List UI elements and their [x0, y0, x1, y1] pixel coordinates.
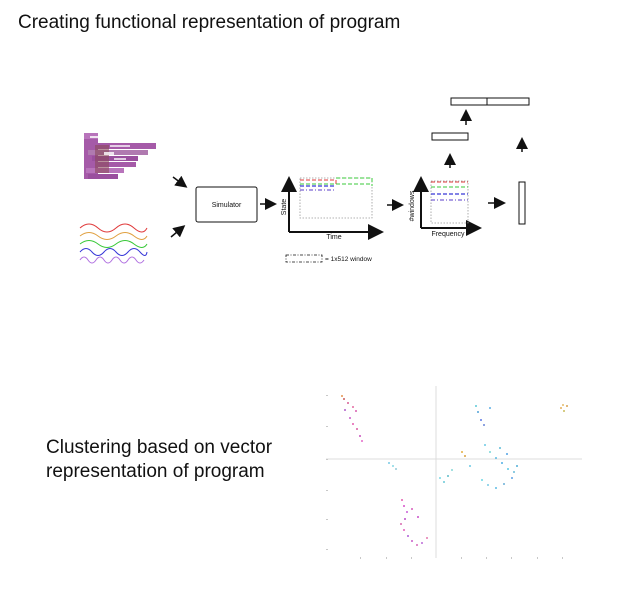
windows-axis-label: #windows	[409, 190, 416, 221]
frequency-axis-label: Frequency	[431, 231, 465, 238]
arrow-code-to-sim	[172, 175, 188, 188]
simulator-box	[195, 186, 258, 223]
arrow-wave-to-sim	[170, 225, 186, 238]
state-time-plot	[281, 176, 384, 240]
page-title: Creating functional representation of pr…	[18, 12, 401, 33]
small-horizontal-vector	[431, 132, 469, 141]
section-title-clustering: Clustering based on vector representatio…	[46, 436, 316, 484]
concatenated-vector	[450, 97, 530, 106]
vertical-vector	[518, 181, 526, 225]
block-code-snippet	[84, 133, 156, 179]
time-axis-label: Time	[326, 234, 341, 241]
wave-green	[79, 240, 148, 248]
wave-red	[79, 223, 148, 233]
state-axis-label: State	[281, 199, 288, 215]
wave-orange	[79, 232, 148, 240]
wave-purple	[79, 256, 145, 264]
window-legend-box	[285, 254, 323, 263]
section-title-line-2: representation of program	[46, 461, 265, 482]
frequency-plot	[413, 176, 482, 236]
waveforms	[79, 223, 148, 264]
cluster-scatter-plot	[326, 386, 582, 559]
wave-blue	[79, 248, 148, 256]
window-legend-label: = 1x512 window	[325, 256, 372, 263]
section-title-line-1: Clustering based on vector	[46, 437, 273, 458]
simulator-label: Simulator	[212, 202, 242, 209]
cluster-points	[341, 395, 568, 546]
